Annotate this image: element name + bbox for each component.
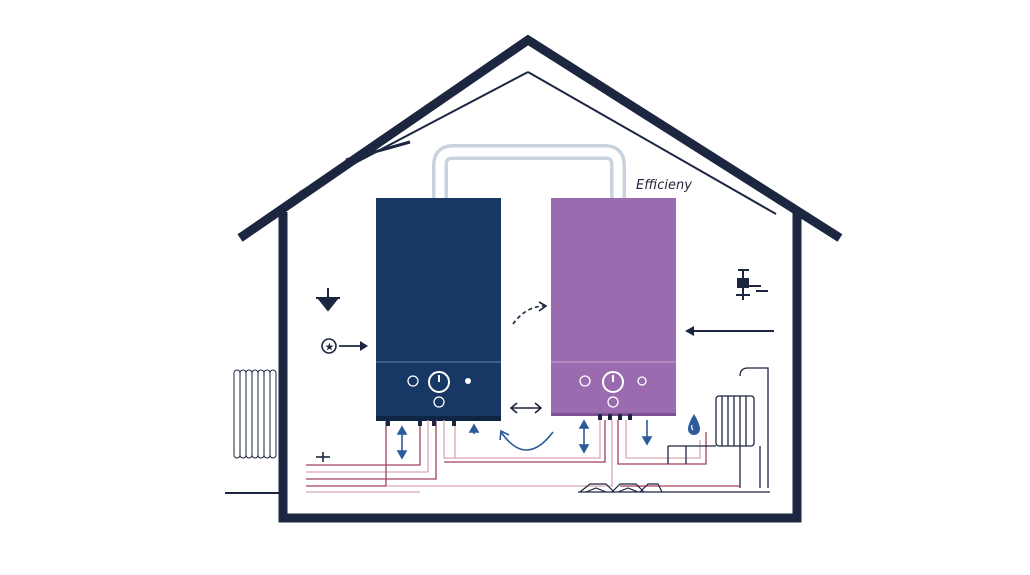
star-circle-icon: ★ xyxy=(321,338,368,354)
efficiency-label: Efficieny xyxy=(636,178,692,193)
right-boiler-dial[interactable] xyxy=(602,371,624,393)
left-boiler-light xyxy=(465,378,471,384)
right-boiler-flame-icon xyxy=(607,396,619,408)
circulation-arrows xyxy=(499,301,554,451)
pipework xyxy=(306,420,770,493)
floor-ducts xyxy=(579,483,663,493)
flow-arrows xyxy=(396,419,653,460)
left-boiler-indicator-icon xyxy=(407,375,419,387)
inflow-arrow xyxy=(685,326,774,336)
radiator-icon xyxy=(233,369,277,459)
svg-text:★: ★ xyxy=(325,341,335,354)
left-boiler-power-icon[interactable] xyxy=(433,396,445,408)
ground-symbol-icon xyxy=(316,288,340,312)
house-outline xyxy=(225,34,843,523)
right-boiler-indicator-icon xyxy=(579,375,591,387)
water-drop-icon xyxy=(688,414,700,435)
flue-pipe xyxy=(432,144,626,200)
pipe-valve-marks xyxy=(316,452,330,462)
hot-water-cylinder-icon xyxy=(715,367,769,488)
left-boiler-dial[interactable] xyxy=(428,371,450,393)
water-tap-icon xyxy=(736,269,768,300)
boiler-dark-blue xyxy=(376,198,501,421)
right-boiler-light xyxy=(637,376,647,386)
boiler-purple xyxy=(551,198,676,416)
boiler-valves xyxy=(386,414,632,426)
